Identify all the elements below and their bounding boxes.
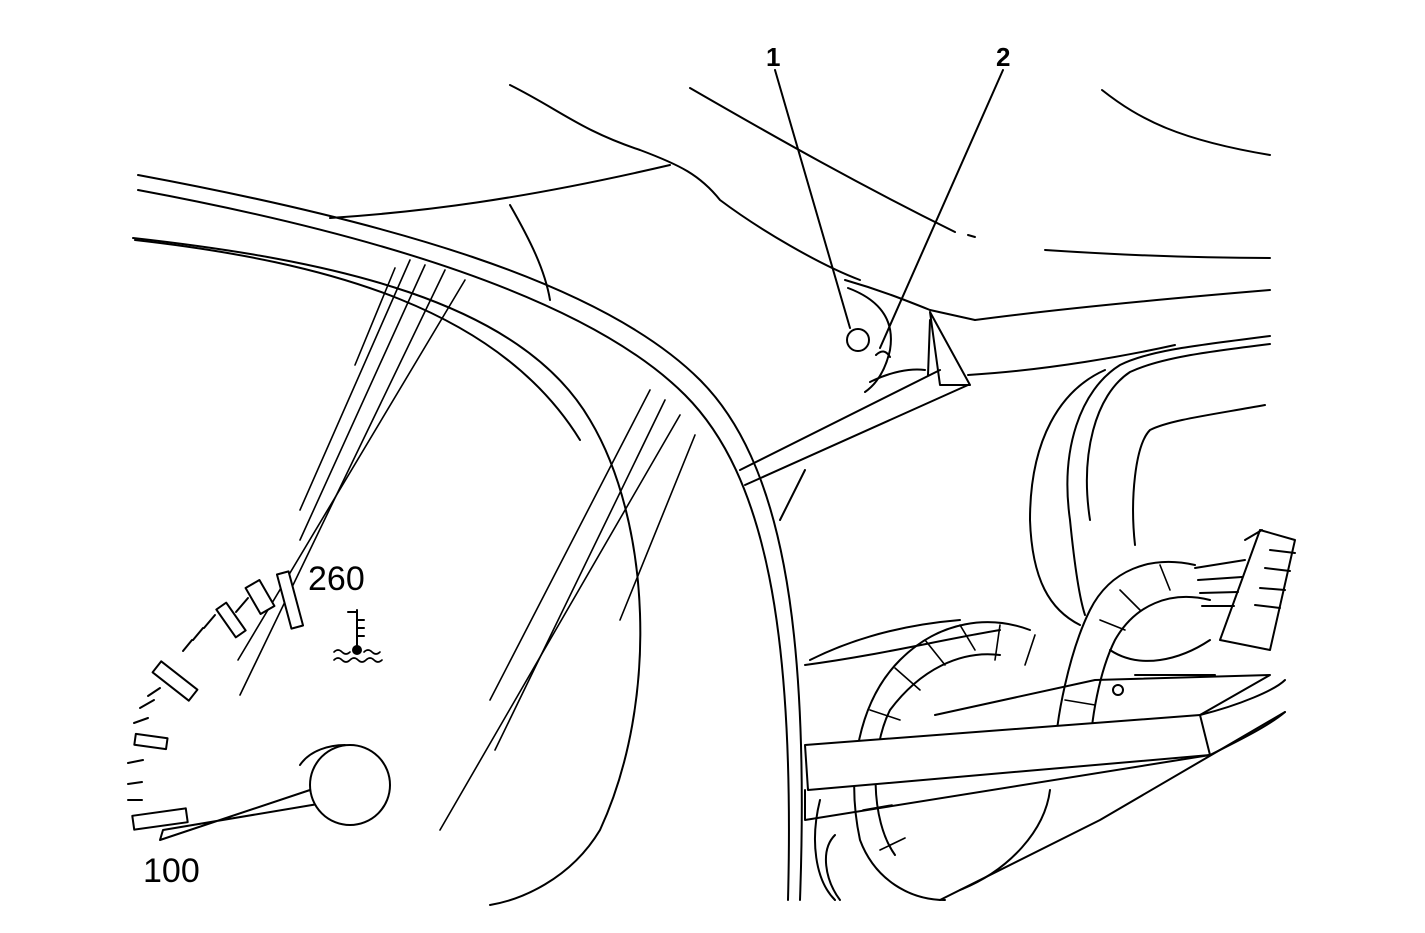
gauge-needle [159, 744, 391, 841]
fastener-hole [846, 328, 870, 352]
lens-glare-lines [237, 259, 696, 831]
gauge-max-label: 260 [308, 560, 365, 598]
callout-1-label: 1 [766, 42, 780, 72]
gauge-ticks [127, 570, 305, 831]
steering-column-area [1029, 335, 1271, 626]
gauge-min-label: 100 [143, 852, 200, 890]
lower-bracket [804, 619, 1286, 901]
coolant-temperature-icon [333, 609, 383, 663]
retainer-clip [875, 350, 891, 358]
callout-leaders [774, 69, 1004, 349]
cluster-housing [132, 174, 803, 906]
cluster-bezel-corner [739, 279, 1271, 521]
upper-dash-lines [329, 84, 1271, 301]
wiring-connector [1194, 529, 1296, 651]
callout-2-label: 2 [996, 42, 1010, 72]
